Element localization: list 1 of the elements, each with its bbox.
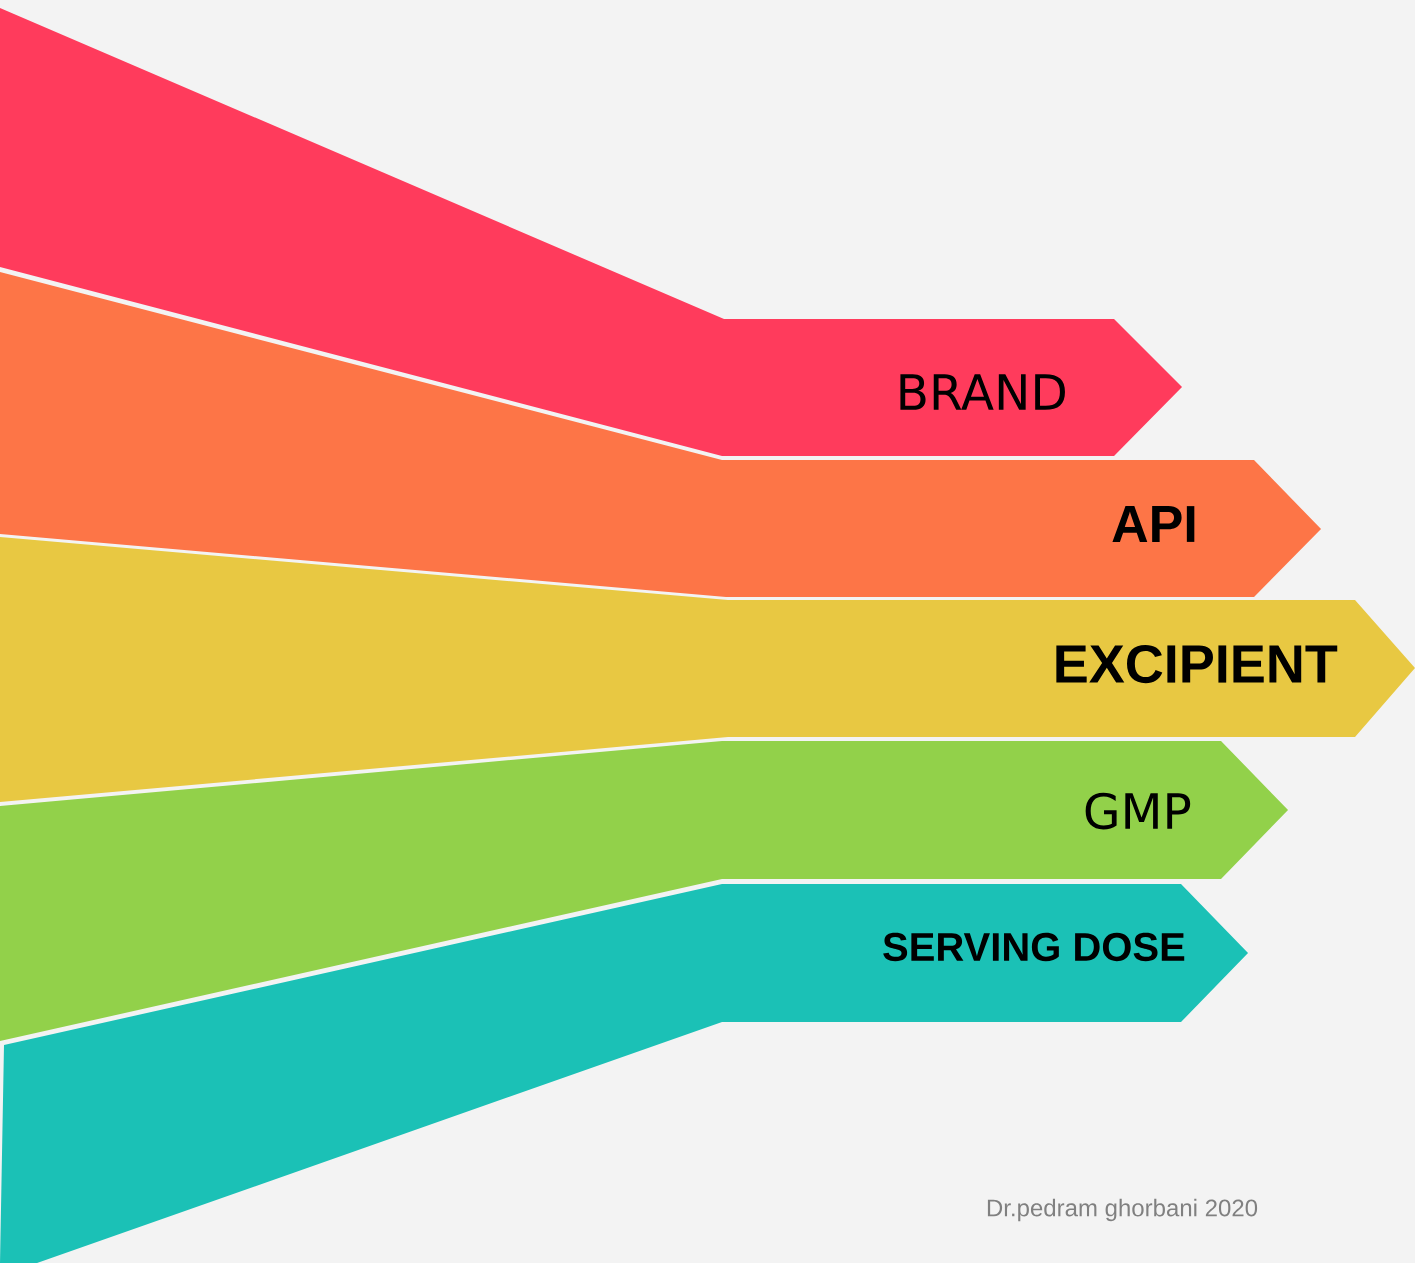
arrow-band: BRAND	[0, 8, 1182, 456]
